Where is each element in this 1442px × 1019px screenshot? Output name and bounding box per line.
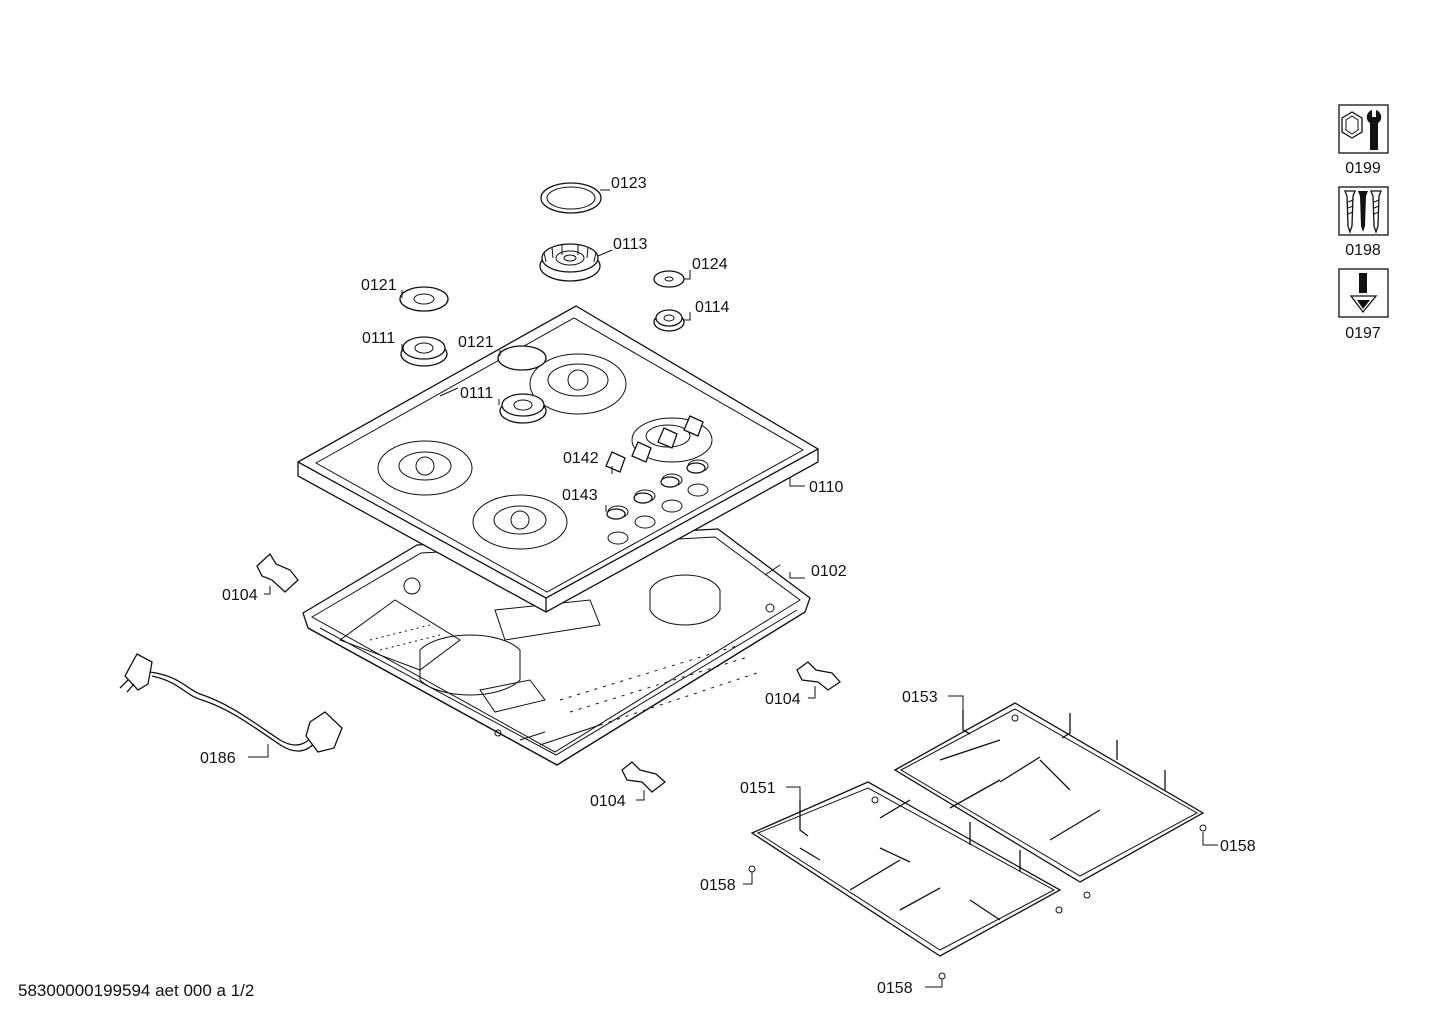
label-0113: 0113 xyxy=(613,236,648,253)
label-0186: 0186 xyxy=(200,750,236,767)
pan-support-0153[interactable] xyxy=(893,702,1205,883)
burner-0114[interactable] xyxy=(653,309,685,332)
label-0104-bottom: 0104 xyxy=(590,793,626,810)
legend-code-0198: 0198 xyxy=(1345,242,1381,259)
lubricant-icon xyxy=(1349,273,1378,314)
label-0124: 0124 xyxy=(692,256,728,273)
tools-icon xyxy=(1341,110,1382,150)
burner-cap-0121-center[interactable] xyxy=(497,345,547,371)
label-0158-bottom: 0158 xyxy=(877,980,913,997)
label-0151: 0151 xyxy=(740,780,776,797)
label-0123: 0123 xyxy=(611,175,647,192)
burner-0111-left[interactable] xyxy=(400,336,448,367)
burner-0111-center[interactable] xyxy=(499,393,547,424)
label-0121-center: 0121 xyxy=(458,334,494,351)
legend-code-0199: 0199 xyxy=(1345,160,1381,177)
label-0121-left: 0121 xyxy=(361,277,397,294)
screws-icon-frame xyxy=(1338,186,1389,236)
clip-0104-bottom[interactable] xyxy=(621,761,667,793)
legend-tools[interactable]: 0199 xyxy=(1338,104,1389,177)
label-0110: 0110 xyxy=(809,479,844,496)
clip-0104-right[interactable] xyxy=(796,661,841,691)
control-knobs[interactable] xyxy=(605,415,706,520)
legend-code-0197: 0197 xyxy=(1345,325,1381,342)
pan-support-0151[interactable] xyxy=(750,781,1062,957)
label-0114: 0114 xyxy=(695,299,730,316)
legend-lubricant[interactable]: 0197 xyxy=(1338,268,1389,342)
tools-icon-frame xyxy=(1338,104,1389,154)
cooktop-panel[interactable] xyxy=(297,305,819,613)
label-0153: 0153 xyxy=(902,689,938,706)
screws-0158[interactable] xyxy=(748,714,1207,980)
legend-screws[interactable]: 0198 xyxy=(1338,186,1389,259)
label-0104-right: 0104 xyxy=(765,691,801,708)
label-0142: 0142 xyxy=(563,450,599,467)
label-0158-left: 0158 xyxy=(700,877,736,894)
burner-cap-0121-left[interactable] xyxy=(399,286,449,312)
label-0102: 0102 xyxy=(811,563,847,580)
document-footer-code: 58300000199594 aet 000 a 1/2 xyxy=(18,981,255,1000)
burner-cap-0124[interactable] xyxy=(653,270,685,288)
label-0158-right: 0158 xyxy=(1220,838,1256,855)
label-0111-left: 0111 xyxy=(362,330,395,347)
label-0143: 0143 xyxy=(562,487,598,504)
clip-0104-top[interactable] xyxy=(256,552,299,593)
label-0104-top: 0104 xyxy=(222,587,258,604)
burner-0113[interactable] xyxy=(539,243,601,282)
power-cord[interactable] xyxy=(119,653,343,753)
label-0111-center: 0111 xyxy=(460,385,493,402)
screws-icon xyxy=(1344,190,1382,235)
burner-cap-0123[interactable] xyxy=(540,182,602,214)
leader-lines xyxy=(248,189,1218,988)
lubricant-icon-frame xyxy=(1338,268,1389,318)
